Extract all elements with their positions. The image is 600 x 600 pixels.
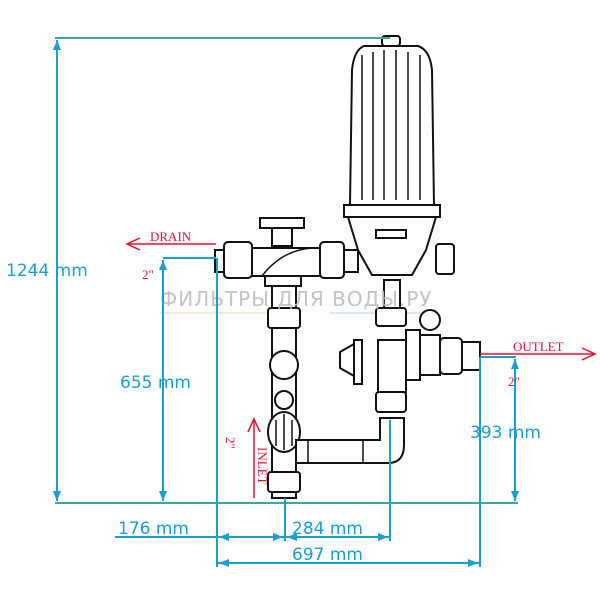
- outlet-valve-flange: [405, 329, 421, 381]
- drain-coupling: [319, 241, 345, 279]
- inlet-valve-knob-grooves: [275, 414, 293, 450]
- drain-label: DRAIN: [150, 229, 192, 244]
- dim-total-width: 697 mm: [292, 545, 363, 565]
- drain-valve-flange: [264, 275, 302, 287]
- drain-valve-diaphragm: [261, 247, 313, 277]
- dim-left-offset: 176 mm: [118, 519, 189, 539]
- drain-pipe-connector: [343, 249, 359, 273]
- drain-coupling: [223, 241, 253, 279]
- watermark: ФИЛЬТРЫ ДЛЯ ВОДЫ.РУ: [160, 287, 432, 311]
- filter-ribs: [361, 50, 421, 200]
- dimension-lines: [53, 37, 519, 567]
- dim-drain-height: 655 mm: [120, 373, 191, 393]
- filter-side-fitting: [435, 243, 455, 275]
- inlet-coupling: [267, 471, 301, 493]
- filter-assembly: [214, 35, 481, 499]
- outlet-valve-handle: [339, 342, 355, 378]
- right-riser-coupling: [375, 391, 407, 413]
- outlet-pipe: [419, 334, 441, 376]
- drain-size: 2": [142, 267, 154, 282]
- outlet-label: OUTLET: [513, 339, 564, 354]
- outlet-pressure-gauge: [419, 309, 441, 331]
- outlet-valve-body: [377, 339, 407, 393]
- outlet-arrow-icon: [581, 347, 597, 361]
- outlet-valve-flange: [353, 339, 363, 385]
- inlet-size: 2": [223, 437, 238, 449]
- right-riser-pipe: [383, 279, 401, 309]
- gauge-fitting: [274, 390, 294, 410]
- filter-head-slot: [375, 229, 407, 239]
- dim-outlet-height: 393 mm: [470, 423, 541, 443]
- drain-valve-handwheel: [259, 217, 305, 229]
- drain-port: DRAIN 2": [125, 229, 216, 282]
- inlet-arrow-icon: [247, 417, 261, 433]
- drain-valve-stem: [271, 227, 293, 247]
- drain-valve-body: [251, 247, 323, 277]
- drain-arrow-icon: [125, 237, 141, 251]
- bottom-connecting-pipe: [295, 417, 405, 464]
- inlet-label: INLET: [255, 447, 270, 485]
- dim-total-height: 1244 mm: [6, 261, 88, 281]
- left-riser-coupling: [267, 307, 301, 329]
- outlet-port: OUTLET 2": [480, 339, 597, 389]
- filter-clamp: [343, 204, 441, 218]
- pressure-gauge: [269, 350, 299, 380]
- outlet-pipe-end: [461, 341, 481, 371]
- dim-inlet-to-riser: 284 mm: [292, 519, 363, 539]
- filter-head: [346, 216, 438, 276]
- inlet-port: INLET 2": [223, 417, 270, 498]
- outlet-size: 2": [508, 374, 520, 389]
- outlet-coupling: [439, 337, 463, 375]
